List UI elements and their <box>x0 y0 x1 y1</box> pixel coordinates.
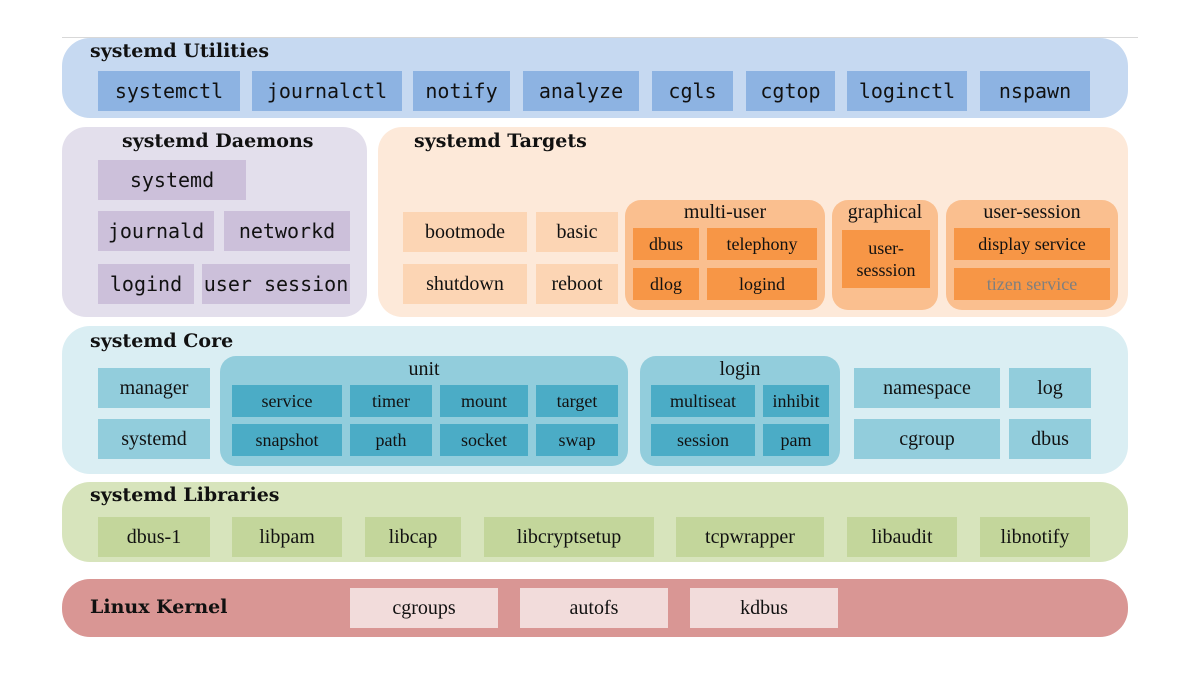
utility-systemctl: systemctl <box>98 71 240 111</box>
daemons-title: systemd Daemons <box>122 130 314 152</box>
utility-nspawn: nspawn <box>980 71 1090 111</box>
utility-loginctl: loginctl <box>847 71 967 111</box>
login-pam: pam <box>763 424 829 456</box>
daemon-systemd: systemd <box>98 160 246 200</box>
kernel-kdbus: kdbus <box>690 588 838 628</box>
login-label: login <box>719 358 761 380</box>
login-multiseat: multiseat <box>651 385 755 417</box>
core-systemd: systemd <box>98 419 210 459</box>
libraries-title: systemd Libraries <box>90 484 280 506</box>
target-basic: basic <box>536 212 618 252</box>
daemon-user-session: user session <box>202 264 350 304</box>
lib-dbus-1: dbus-1 <box>98 517 210 557</box>
graphical-label: graphical <box>847 201 923 223</box>
daemon-logind: logind <box>98 264 194 304</box>
target-shutdown: shutdown <box>403 264 527 304</box>
unit-snapshot: snapshot <box>232 424 342 456</box>
target-user-session-line2: sesssion <box>856 260 916 280</box>
utilities-title: systemd Utilities <box>90 40 270 62</box>
daemon-networkd: networkd <box>224 211 350 251</box>
kernel-autofs: autofs <box>520 588 668 628</box>
target-logind: logind <box>707 268 817 300</box>
unit-swap: swap <box>536 424 618 456</box>
lib-libaudit: libaudit <box>847 517 957 557</box>
utility-cgtop: cgtop <box>746 71 835 111</box>
target-bootmode: bootmode <box>403 212 527 252</box>
kernel-title: Linux Kernel <box>90 596 228 618</box>
lib-libpam: libpam <box>232 517 342 557</box>
target-telephony: telephony <box>707 228 817 260</box>
core-namespace: namespace <box>854 368 1000 408</box>
core-cgroup: cgroup <box>854 419 1000 459</box>
unit-service: service <box>232 385 342 417</box>
core-title: systemd Core <box>90 330 234 352</box>
target-user-session-line1: user- <box>868 238 904 258</box>
target-dbus: dbus <box>633 228 699 260</box>
core-manager: manager <box>98 368 210 408</box>
unit-path: path <box>350 424 432 456</box>
login-session: session <box>651 424 755 456</box>
target-display-service: display service <box>954 228 1110 260</box>
target-dlog: dlog <box>633 268 699 300</box>
utility-notify: notify <box>413 71 510 111</box>
lib-libnotify: libnotify <box>980 517 1090 557</box>
multi-user-label: multi-user <box>683 201 767 223</box>
unit-timer: timer <box>350 385 432 417</box>
target-reboot: reboot <box>536 264 618 304</box>
utility-journalctl: journalctl <box>252 71 402 111</box>
top-divider <box>62 37 1138 38</box>
unit-socket: socket <box>440 424 528 456</box>
lib-tcpwrapper: tcpwrapper <box>676 517 824 557</box>
lib-libcap: libcap <box>365 517 461 557</box>
user-session-label: user-session <box>983 201 1081 223</box>
kernel-cgroups: cgroups <box>350 588 498 628</box>
target-tizen-service: tizen service <box>954 268 1110 300</box>
login-inhibit: inhibit <box>763 385 829 417</box>
utility-cgls: cgls <box>652 71 733 111</box>
core-log: log <box>1009 368 1091 408</box>
unit-target: target <box>536 385 618 417</box>
target-user-session-graphical: user- sesssion <box>842 230 930 288</box>
targets-title: systemd Targets <box>414 130 587 152</box>
core-dbus: dbus <box>1009 419 1091 459</box>
daemon-journald: journald <box>98 211 214 251</box>
lib-libcryptsetup: libcryptsetup <box>484 517 654 557</box>
utility-analyze: analyze <box>523 71 639 111</box>
unit-mount: mount <box>440 385 528 417</box>
unit-label: unit <box>408 358 440 380</box>
